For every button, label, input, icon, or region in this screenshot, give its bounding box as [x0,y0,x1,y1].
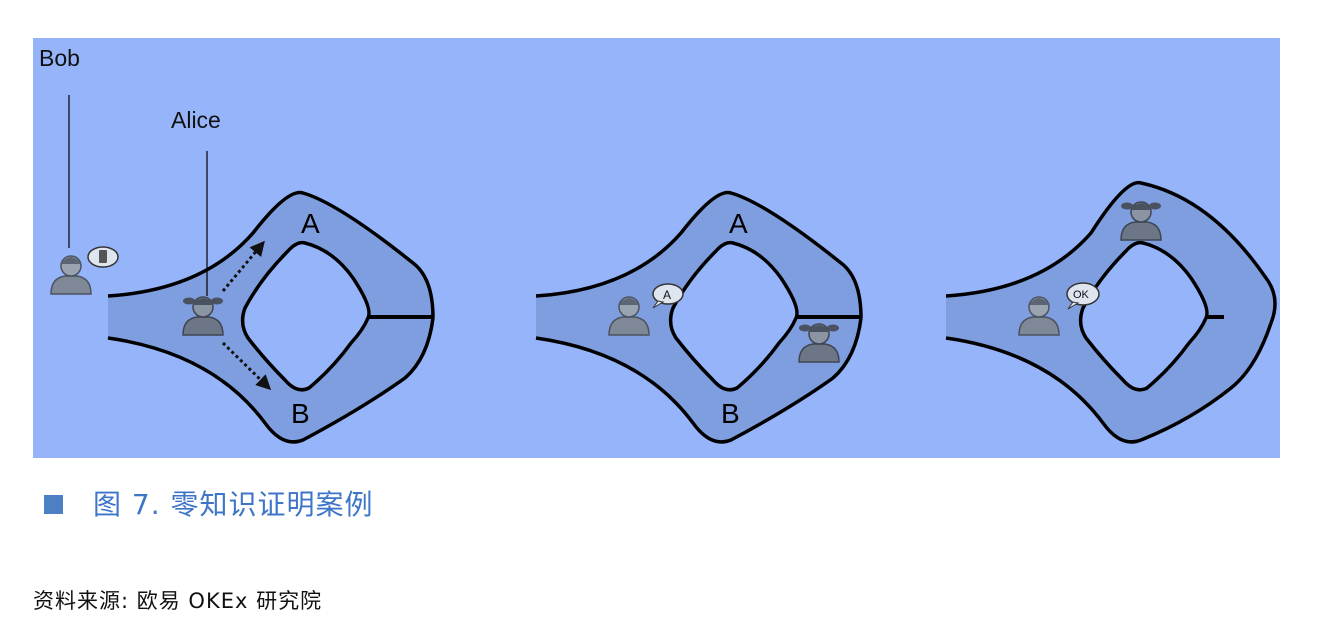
label-b: B [721,398,740,429]
label-a: A [729,208,748,239]
panel-1: A B Bob Alice [39,45,435,444]
inner-loop [668,240,799,392]
tunnel-outer-top [945,180,1277,324]
speech-bubble-icon: A [652,283,684,309]
svg-text:A: A [663,288,671,302]
panel-2: A B A [535,190,863,444]
label-a: A [301,208,320,239]
tunnel-outer-top [107,190,435,319]
inner-loop [240,240,371,392]
tunnel-outer-bottom [107,317,435,444]
source-note: 资料来源: 欧易 OKEx 研究院 [33,589,323,613]
dotted-arrow-icon [221,240,265,292]
speech-bubble-icon: OK [1066,282,1100,310]
tunnel-outer-top [535,190,863,319]
inner-loop [1078,240,1209,392]
bob-label: Bob [39,45,80,71]
dotted-arrow-icon [221,341,272,391]
label-b: B [291,398,310,429]
caption-square-icon [44,494,63,514]
svg-text:OK: OK [1073,289,1090,301]
tunnel-outer-bottom [945,322,1273,444]
figure-caption: 图 7. 零知识证明案例 [44,483,374,523]
tunnel-outer-bottom [535,317,863,444]
speech-bubble-icon [87,246,119,268]
panel-3: OK [945,180,1277,444]
caption-text: 图 7. 零知识证明案例 [93,488,374,521]
zero-knowledge-proof-diagram: A B Bob Alice A B A [33,38,1280,458]
alice-label: Alice [171,107,221,133]
